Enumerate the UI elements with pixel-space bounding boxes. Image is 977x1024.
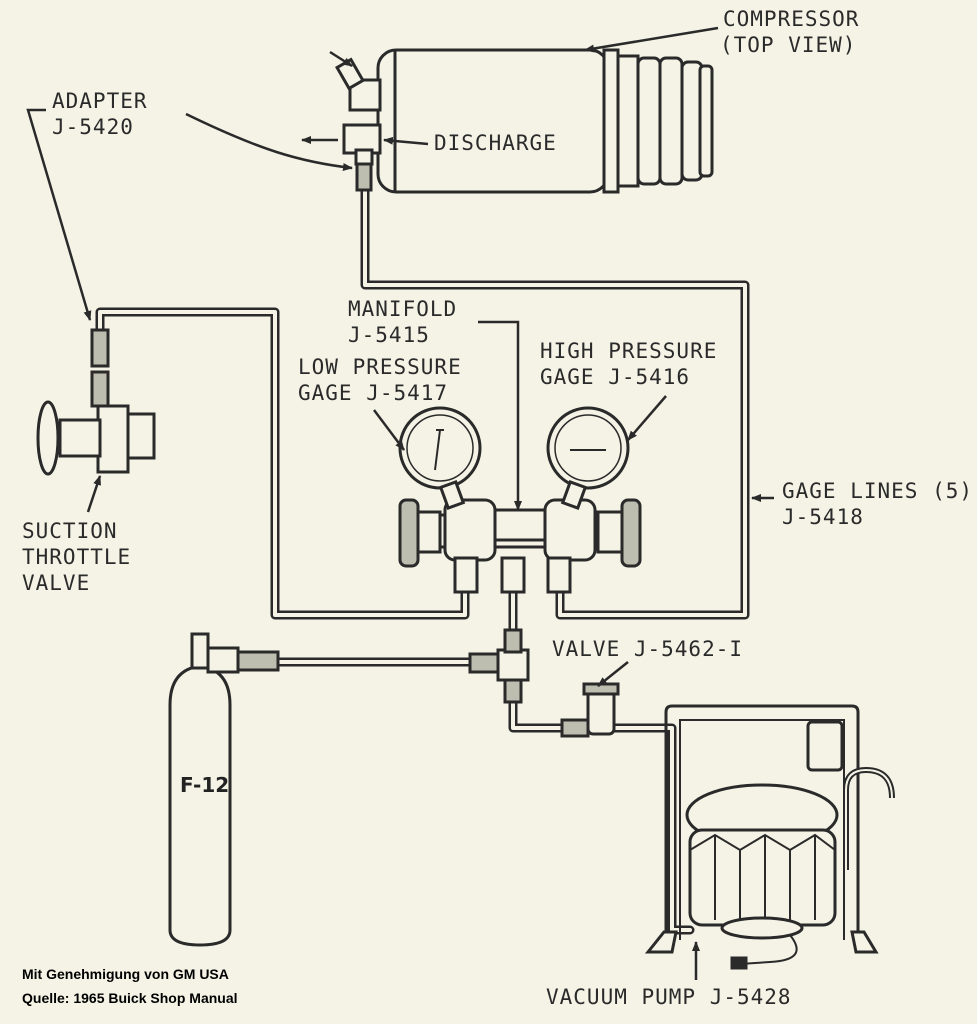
leader-valve (597, 661, 629, 687)
label-adapter-part-number: J-5420 (52, 115, 134, 139)
gage-lines (95, 185, 750, 935)
label-gage-lines: GAGE LINES (5) (782, 479, 974, 503)
leader-manifold (478, 320, 522, 511)
label-valve: VALVE J-5462-I (552, 637, 744, 661)
credit-permission: Mit Genehmigung von GM USA (22, 966, 229, 982)
label-vacuum-pump: VACUUM PUMP J-5428 (546, 985, 792, 1009)
credit-source: Quelle: 1965 Buick Shop Manual (22, 990, 238, 1006)
leader-high-gage (627, 395, 667, 441)
leader-low-gage (373, 409, 405, 451)
high-pressure-gage (546, 406, 630, 510)
leader-suction-hose (26, 108, 92, 321)
label-low-pressure: LOW PRESSURE (298, 355, 462, 379)
label-f12-cylinder: F-12 (180, 773, 230, 797)
leader-suction-valve (86, 475, 102, 513)
label-suction: SUCTION (22, 519, 118, 543)
f12-cylinder (168, 632, 280, 947)
label-adapter: ADAPTER (52, 89, 148, 113)
leader-adapter (185, 112, 353, 171)
label-high-pressure-gage: GAGE J-5416 (540, 365, 691, 389)
label-low-pressure-gage: GAGE J-5417 (298, 381, 449, 405)
tee-fitting (468, 628, 530, 704)
label-compressor-top-view: (TOP VIEW) (720, 33, 857, 57)
label-valve-suction: VALVE (22, 571, 91, 595)
leader-suction-port (329, 50, 353, 68)
label-high-pressure: HIGH PRESSURE (540, 339, 718, 363)
compressor (335, 48, 714, 194)
leader-discharge-in (383, 136, 429, 146)
label-throttle: THROTTLE (22, 545, 132, 569)
label-manifold-part-number: J-5415 (348, 323, 430, 347)
manifold (398, 498, 642, 594)
leader-lines (26, 26, 774, 980)
low-pressure-gage (398, 406, 482, 510)
label-compressor: COMPRESSOR (723, 7, 860, 31)
vacuum-pump (644, 704, 895, 970)
label-manifold: MANIFOLD (348, 297, 458, 321)
label-discharge: DISCHARGE (434, 131, 557, 155)
suction-throttle-valve (36, 328, 156, 476)
label-gage-lines-part-number: J-5418 (782, 505, 864, 529)
vacuum-valve (560, 682, 620, 738)
leader-compressor (584, 26, 719, 53)
